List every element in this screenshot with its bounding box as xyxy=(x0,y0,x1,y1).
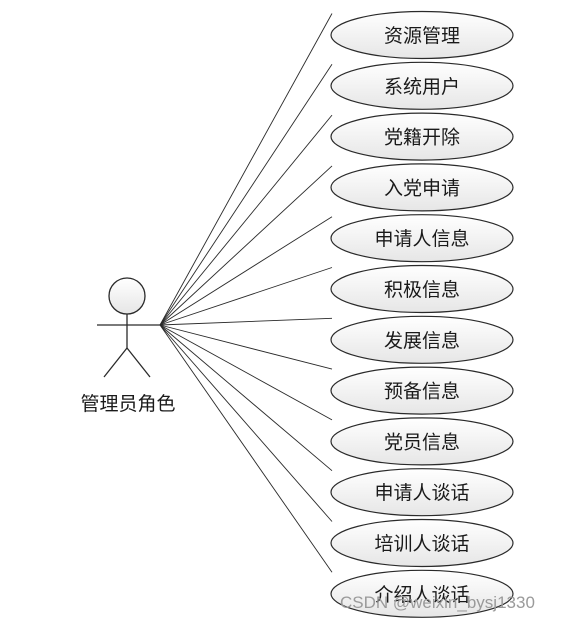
use-case-ellipse xyxy=(330,366,514,415)
use-case-ellipse xyxy=(330,61,514,110)
use-case-label: 申请人信息 xyxy=(374,228,469,250)
use-case[interactable]: 党籍开除 xyxy=(330,112,514,161)
association-line xyxy=(159,317,333,326)
use-case-ellipse xyxy=(330,417,514,466)
use-case-ellipse xyxy=(330,518,514,568)
association-line xyxy=(159,324,333,472)
use-case[interactable]: 资源管理 xyxy=(330,10,514,60)
use-case-label: 培训人谈话 xyxy=(374,533,469,555)
use-case-ellipse xyxy=(330,264,514,314)
actor-head xyxy=(108,277,146,315)
association-lines xyxy=(159,13,333,573)
actor-label: 管理员角色 xyxy=(80,393,175,415)
use-case[interactable]: 培训人谈话 xyxy=(330,518,514,568)
watermark: CSDN @weixin_bysj1330 xyxy=(340,593,535,612)
association-line xyxy=(159,216,333,326)
actor-left-leg xyxy=(103,347,128,378)
use-case-ellipse xyxy=(330,112,514,161)
use-case[interactable]: 系统用户 xyxy=(330,61,514,110)
association-line xyxy=(159,324,333,573)
association-line xyxy=(159,13,333,326)
use-case-label: 党籍开除 xyxy=(384,127,460,149)
use-case-label: 申请人谈话 xyxy=(374,482,469,504)
association-line xyxy=(159,165,333,326)
use-case-ellipse xyxy=(330,468,514,517)
use-case-label: 发展信息 xyxy=(384,330,460,352)
use-case[interactable]: 发展信息 xyxy=(330,315,514,364)
use-case-label: 党员信息 xyxy=(384,431,460,453)
use-case-label: 介绍人谈话 xyxy=(374,584,469,606)
use-case[interactable]: 入党申请 xyxy=(330,163,514,212)
use-case-label: 积极信息 xyxy=(384,279,460,301)
use-case-ellipse xyxy=(330,163,514,212)
use-case[interactable]: 申请人谈话 xyxy=(330,468,514,517)
use-case-label: 资源管理 xyxy=(384,25,460,47)
use-case[interactable]: 预备信息 xyxy=(330,366,514,415)
use-case-ellipse xyxy=(330,315,514,364)
association-line xyxy=(159,324,333,421)
use-case-ellipse xyxy=(330,569,514,618)
association-line xyxy=(159,324,333,522)
use-case-list: 资源管理系统用户党籍开除入党申请申请人信息积极信息发展信息预备信息党员信息申请人… xyxy=(330,10,514,618)
actor-figure: 管理员角色 xyxy=(80,277,176,415)
use-case[interactable]: 申请人信息 xyxy=(330,214,514,263)
use-case[interactable]: 积极信息 xyxy=(330,264,514,314)
actor-right-leg xyxy=(126,347,151,378)
use-case[interactable]: 党员信息 xyxy=(330,417,514,466)
use-case-ellipse xyxy=(330,10,514,60)
association-line xyxy=(159,64,333,326)
use-case-label: 系统用户 xyxy=(384,76,460,98)
use-case-label: 预备信息 xyxy=(384,381,460,403)
association-line xyxy=(159,114,333,326)
use-case-label: 入党申请 xyxy=(384,177,460,199)
association-line xyxy=(159,267,333,326)
use-case-ellipse xyxy=(330,214,514,263)
association-line xyxy=(159,324,333,370)
use-case[interactable]: 介绍人谈话 xyxy=(330,569,514,618)
